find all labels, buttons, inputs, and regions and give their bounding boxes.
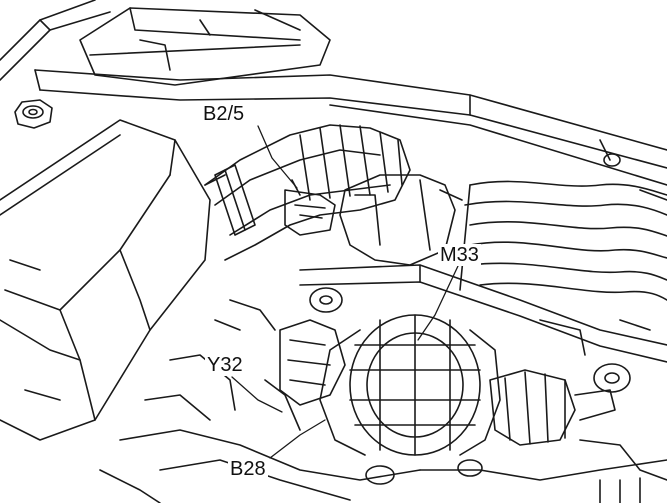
leader-y32: [231, 376, 283, 413]
m33-pump-assembly: [319, 314, 501, 456]
bolt: [14, 99, 53, 129]
leader-m33: [417, 265, 459, 341]
crossmember-bars: [34, 69, 667, 186]
upper-engine-cover: [79, 7, 331, 86]
lower-bay-clutter: [99, 429, 667, 503]
valve-y32-area: [144, 299, 346, 431]
callout-y32: Y32: [205, 354, 245, 376]
callout-b2-5: B2/5: [201, 103, 247, 125]
right-motor: [489, 363, 631, 446]
air-filter-housing: [0, 119, 211, 441]
sensor-b2-5-body: [284, 179, 336, 236]
leader-lines: [231, 125, 459, 459]
leader-b28: [269, 419, 326, 459]
small-bolt: [309, 287, 343, 313]
middle-pipe: [299, 264, 667, 363]
cowl-edges: [0, 0, 111, 81]
intake-duct: [204, 124, 411, 261]
callout-b28: B28: [228, 458, 268, 480]
callout-m33: M33: [438, 244, 481, 266]
right-fittings: [539, 153, 651, 356]
leader-b2-5: [257, 125, 298, 189]
intake-runners: [459, 180, 667, 301]
